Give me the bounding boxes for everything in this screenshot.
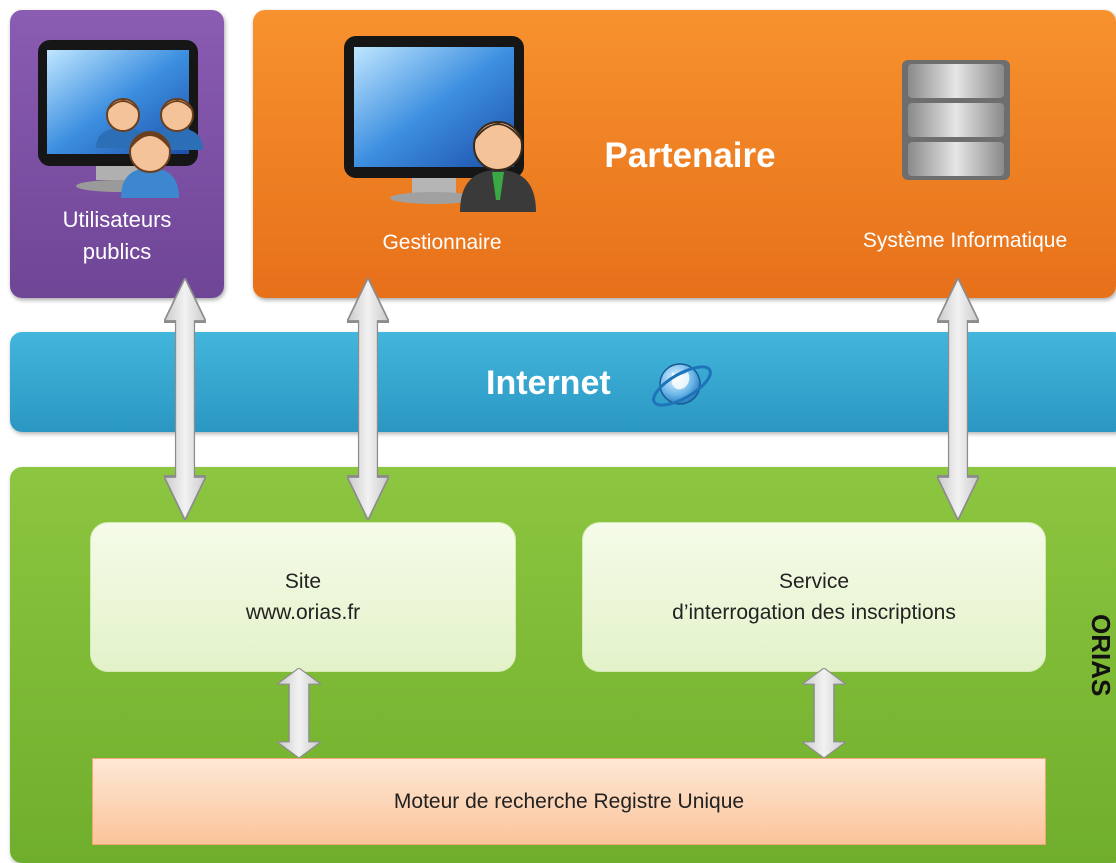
search-engine-label: Moteur de recherche Registre Unique [393,789,745,813]
manager-label: Gestionnaire [382,231,502,254]
public-users-line1: Utilisateurs [62,207,172,232]
service-title: Service [778,570,850,593]
site-title: Site [284,570,322,593]
site-box: Site www.orias.fr [90,522,516,672]
service-subtitle: d’interrogation des inscriptions [672,601,956,624]
double-arrow-icon [277,668,321,758]
service-box: Service d’interrogation des inscriptions [582,522,1046,672]
information-system-label: Système Informatique [862,229,1068,252]
manager-icon [460,121,536,212]
site-url: www.orias.fr [245,601,361,624]
database-icon [902,60,1010,180]
internet-label: Internet [486,364,611,402]
public-users-label: Utilisateurs publics [10,204,224,268]
double-arrow-icon [347,278,389,520]
orias-label: ORIAS [1086,613,1116,697]
globe-icon [652,363,712,407]
search-engine-box: Moteur de recherche Registre Unique [92,758,1046,845]
double-arrow-icon [164,278,206,520]
user-group-icon [96,98,203,198]
double-arrow-icon [802,668,846,758]
double-arrow-icon [937,278,979,520]
public-users-line2: publics [82,239,152,264]
partner-title: Partenaire [604,136,776,175]
